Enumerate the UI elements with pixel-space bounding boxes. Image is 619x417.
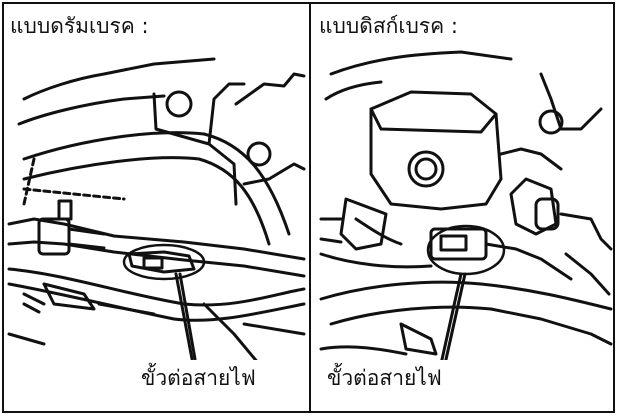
callout-connector-left: ขั้วต่อสายไฟ [141, 366, 256, 390]
callout-background-left [130, 360, 280, 398]
drum-brake-illustration [7, 57, 306, 366]
callout-background-right [320, 360, 470, 398]
title-background-left [6, 6, 186, 46]
title-background-right [313, 6, 493, 46]
disc-brake-illustration [319, 50, 613, 366]
panel-title-disc-brake: แบบดิสก์เบรค : [319, 14, 458, 38]
panel-title-drum-brake: แบบดรัมเบรค : [10, 14, 149, 38]
callout-connector-right: ขั้วต่อสายไฟ [327, 366, 442, 390]
panel-divider [309, 2, 311, 413]
